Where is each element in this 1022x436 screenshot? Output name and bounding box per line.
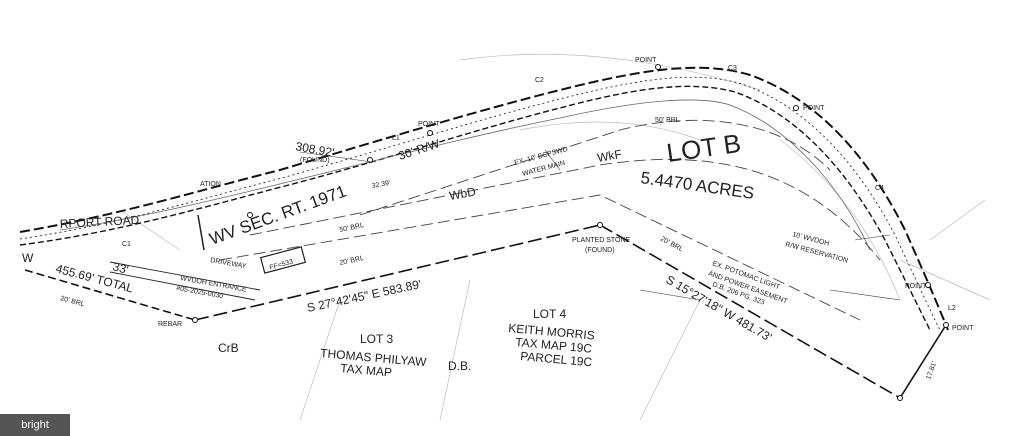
boundary-west bbox=[24, 269, 196, 321]
lot4-label: LOT 4 bbox=[533, 307, 566, 321]
reservation-label-2: R/W RESERVATION bbox=[784, 241, 848, 264]
bearing-southwest-label: S 27°42'45" E 583.89' bbox=[306, 277, 423, 315]
curve-c3-label: C3 bbox=[728, 65, 737, 72]
boundary-east bbox=[899, 324, 947, 399]
lot3-label: LOT 3 bbox=[360, 332, 393, 346]
road-line-outer bbox=[19, 66, 949, 331]
row-width-label: 30' R/W bbox=[397, 136, 442, 163]
brl-50-label-b: 50' BRL bbox=[339, 222, 365, 234]
boundary-south-east bbox=[599, 224, 901, 399]
soil-crb-label: CrB bbox=[218, 341, 239, 355]
road-name-label: RPORT ROAD bbox=[59, 213, 140, 231]
distance-17-label: 17.81' bbox=[925, 361, 938, 381]
lot-label: LOT B bbox=[665, 128, 743, 168]
point-label-1: POINT bbox=[418, 121, 440, 128]
reservation-line bbox=[59, 99, 871, 251]
property-boundary bbox=[24, 224, 947, 399]
planted-stone-found-label: (FOUND) bbox=[585, 247, 615, 254]
building-box bbox=[259, 246, 307, 274]
brl-20-label-b: 20' BRL bbox=[659, 236, 684, 254]
found-label: (FOUND) bbox=[300, 157, 330, 164]
point-label-2: POINT bbox=[635, 57, 657, 64]
leader-lines bbox=[299, 149, 901, 301]
soil-wkf-label: WkF bbox=[596, 147, 623, 165]
brl-20-label-a: 20' BRL bbox=[339, 255, 365, 267]
line-l2-label: L2 bbox=[948, 305, 956, 312]
driveway-label: DRIVEWAY bbox=[210, 257, 248, 270]
curve-c4-label: C4 bbox=[875, 185, 884, 192]
ation-fragment-label: ATION bbox=[200, 181, 221, 188]
driveway bbox=[109, 214, 307, 301]
lot3-taxmap-label: TAX MAP bbox=[340, 361, 393, 379]
line-l1-label: L1 bbox=[392, 135, 400, 142]
point-label-5: POINT bbox=[952, 325, 974, 332]
road-right-of-way bbox=[19, 66, 949, 331]
curve-c1-label: C1 bbox=[122, 241, 131, 248]
background-contours bbox=[119, 53, 991, 421]
rebar-label: REBAR bbox=[158, 321, 182, 328]
lot4-parcel-label: PARCEL 19C bbox=[520, 349, 593, 369]
distance-label-1: 308.92' bbox=[294, 139, 335, 160]
road-edge-dotted bbox=[19, 76, 941, 331]
west-fragment-label: W bbox=[22, 251, 34, 265]
brl-20-label-c: 20' BRL bbox=[59, 295, 85, 308]
distance-33-label: 33' bbox=[111, 259, 130, 277]
brl-lines bbox=[219, 119, 881, 321]
road-line-inner bbox=[19, 85, 931, 331]
lot4-taxmap-label: TAX MAP 19C bbox=[515, 335, 593, 356]
route-label: WV SEC. RT. 1971 bbox=[207, 182, 349, 249]
point-label-3: POINT bbox=[803, 105, 825, 112]
point-label-4: POINT bbox=[905, 283, 927, 290]
curve-c2-label: C2 bbox=[535, 77, 544, 84]
watermark-logo: bright bbox=[0, 414, 70, 436]
boundary-south-west bbox=[194, 224, 601, 321]
soil-wbd-label: WbD bbox=[448, 184, 477, 202]
lot4-deedbook-label: D.B. bbox=[448, 359, 471, 373]
brl-50-label-a: 50' BRL bbox=[655, 117, 680, 124]
building-box-label: FF=533 bbox=[269, 259, 294, 272]
planted-stone-label: PLANTED STONE bbox=[572, 237, 631, 244]
acreage-label: 5.4470 ACRES bbox=[639, 168, 755, 203]
distance-label-2: 32.39' bbox=[371, 180, 391, 190]
